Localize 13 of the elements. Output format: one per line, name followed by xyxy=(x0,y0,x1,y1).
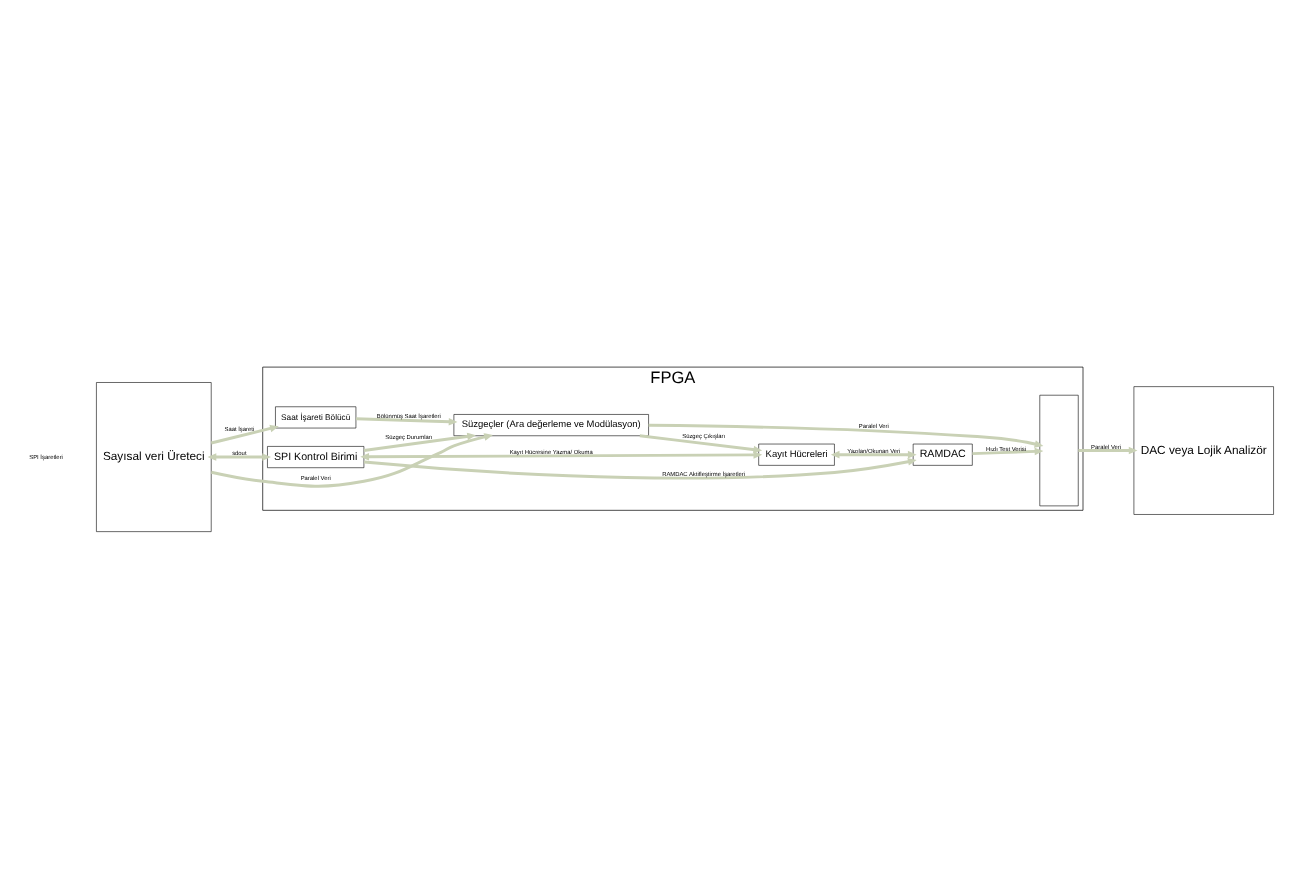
arrow xyxy=(639,433,763,453)
arrow xyxy=(648,422,1044,447)
arrow xyxy=(360,450,763,460)
arrow xyxy=(210,423,279,444)
node-trapezoid xyxy=(1039,393,1079,506)
arrow xyxy=(207,452,271,460)
arrow xyxy=(356,416,458,425)
arrow xyxy=(211,432,493,487)
arrow xyxy=(830,449,917,458)
arrow xyxy=(972,446,1044,455)
arrow xyxy=(363,457,917,479)
arrow xyxy=(1078,445,1138,454)
arrow xyxy=(363,431,476,452)
